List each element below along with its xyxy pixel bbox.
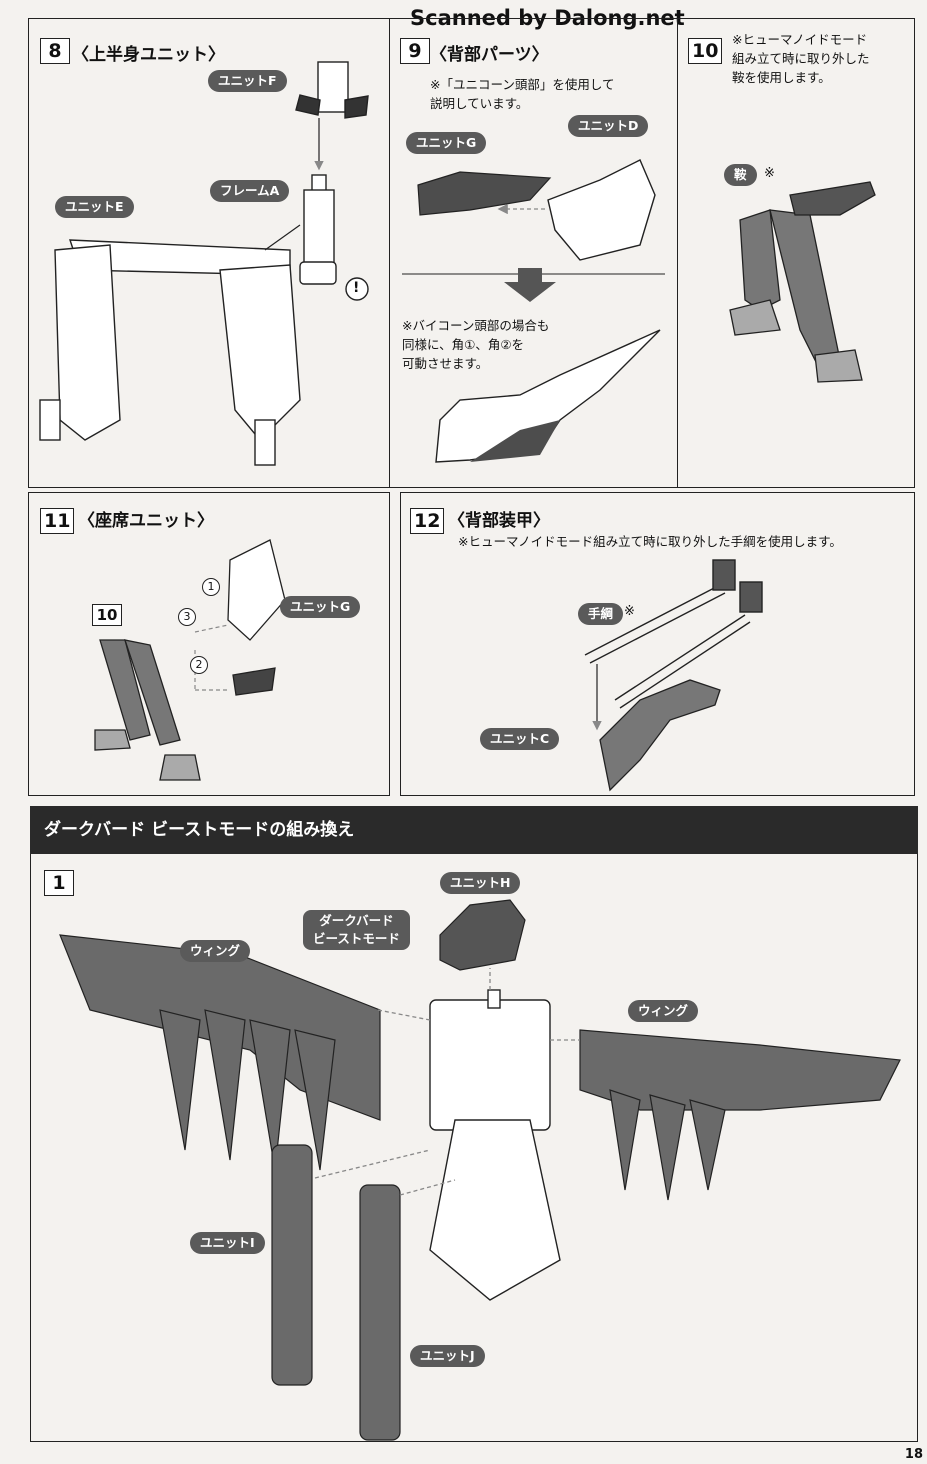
step-10-panel	[677, 18, 915, 488]
label-unit-f: ユニットF	[208, 70, 287, 92]
saddle-illustration	[729, 181, 876, 383]
order-circle-3: 3	[178, 608, 196, 626]
step-11-title: 〈座席ユニット〉	[78, 511, 214, 531]
step-12-title: 〈背部装甲〉	[448, 511, 550, 531]
step-8-title: 〈上半身ユニット〉	[72, 45, 225, 65]
down-arrow-icon	[504, 268, 556, 302]
frame-a-illustration	[299, 174, 337, 285]
step-10-note: ※ヒューマノイドモード 組み立て時に取り外した 鞍を使用します。	[732, 32, 870, 85]
order-circle-1: 1	[202, 578, 220, 596]
label-unit-j: ユニットJ	[410, 1345, 485, 1367]
label-unit-e: ユニットE	[55, 196, 134, 218]
step-9-title: 〈背部パーツ〉	[430, 45, 549, 65]
label-frame-a: フレームA	[210, 180, 290, 202]
label-unit-i: ユニットI	[190, 1232, 265, 1254]
step-12-panel	[400, 492, 915, 796]
unit-c-illustration	[599, 679, 721, 792]
caution-icon: !	[353, 280, 360, 296]
step-10-number: 10	[688, 38, 723, 64]
page-number: 18	[904, 1447, 923, 1462]
section-step-1-number: 1	[44, 870, 74, 896]
step-9-note-2: ※バイコーン頭部の場合も 同様に、角①、角②を 可動させます。	[402, 318, 550, 371]
unit-e-illustration	[39, 239, 301, 466]
unit-d-part-illustration	[547, 159, 656, 261]
step-12-note: ※ヒューマノイドモード組み立て時に取り外した手綱を使用します。	[458, 534, 842, 549]
section-banner: ダークバード ビーストモードの組み換え	[30, 806, 918, 854]
reins-illustration	[584, 559, 763, 709]
reins-mark: ※	[624, 604, 635, 619]
label-reins: 手綱	[578, 603, 624, 625]
label-saddle: 鞍	[724, 164, 757, 186]
step-12-number: 12	[410, 508, 445, 534]
bicorn-head-illustration	[435, 329, 661, 463]
seat-unit-illustration	[94, 539, 286, 781]
wing-right-illustration	[579, 1029, 901, 1201]
label-unit-c: ユニットC	[480, 728, 560, 750]
unit-g-part-illustration	[417, 171, 552, 216]
unit-f-illustration	[295, 61, 369, 119]
step-9-number: 9	[400, 38, 430, 64]
label-wing-right: ウィング	[628, 1000, 699, 1022]
label-wing-left: ウィング	[180, 940, 251, 962]
step-11-number: 11	[40, 508, 75, 534]
unit-j-illustration	[359, 1184, 401, 1441]
step-11-panel	[28, 492, 390, 796]
saddle-mark: ※	[764, 166, 775, 181]
label-unit-g-step11: ユニットG	[280, 596, 361, 618]
label-unit-d: ユニットD	[568, 115, 649, 137]
step-9-note: ※「ユニコーン頭部」を使用して 説明しています。	[430, 77, 615, 111]
label-unit-h: ユニットH	[440, 872, 521, 894]
label-unit-g: ユニットG	[406, 132, 487, 154]
order-circle-2: 2	[190, 656, 208, 674]
unit-i-illustration	[271, 1144, 313, 1386]
wing-left-illustration	[59, 934, 381, 1171]
unit-h-illustration	[439, 899, 526, 971]
body-illustration	[429, 989, 561, 1301]
step-8-number: 8	[40, 38, 70, 64]
step-11-ref-10: 10	[92, 604, 122, 626]
label-darkbird-beast-mode: ダークバード ビーストモード	[303, 910, 410, 950]
